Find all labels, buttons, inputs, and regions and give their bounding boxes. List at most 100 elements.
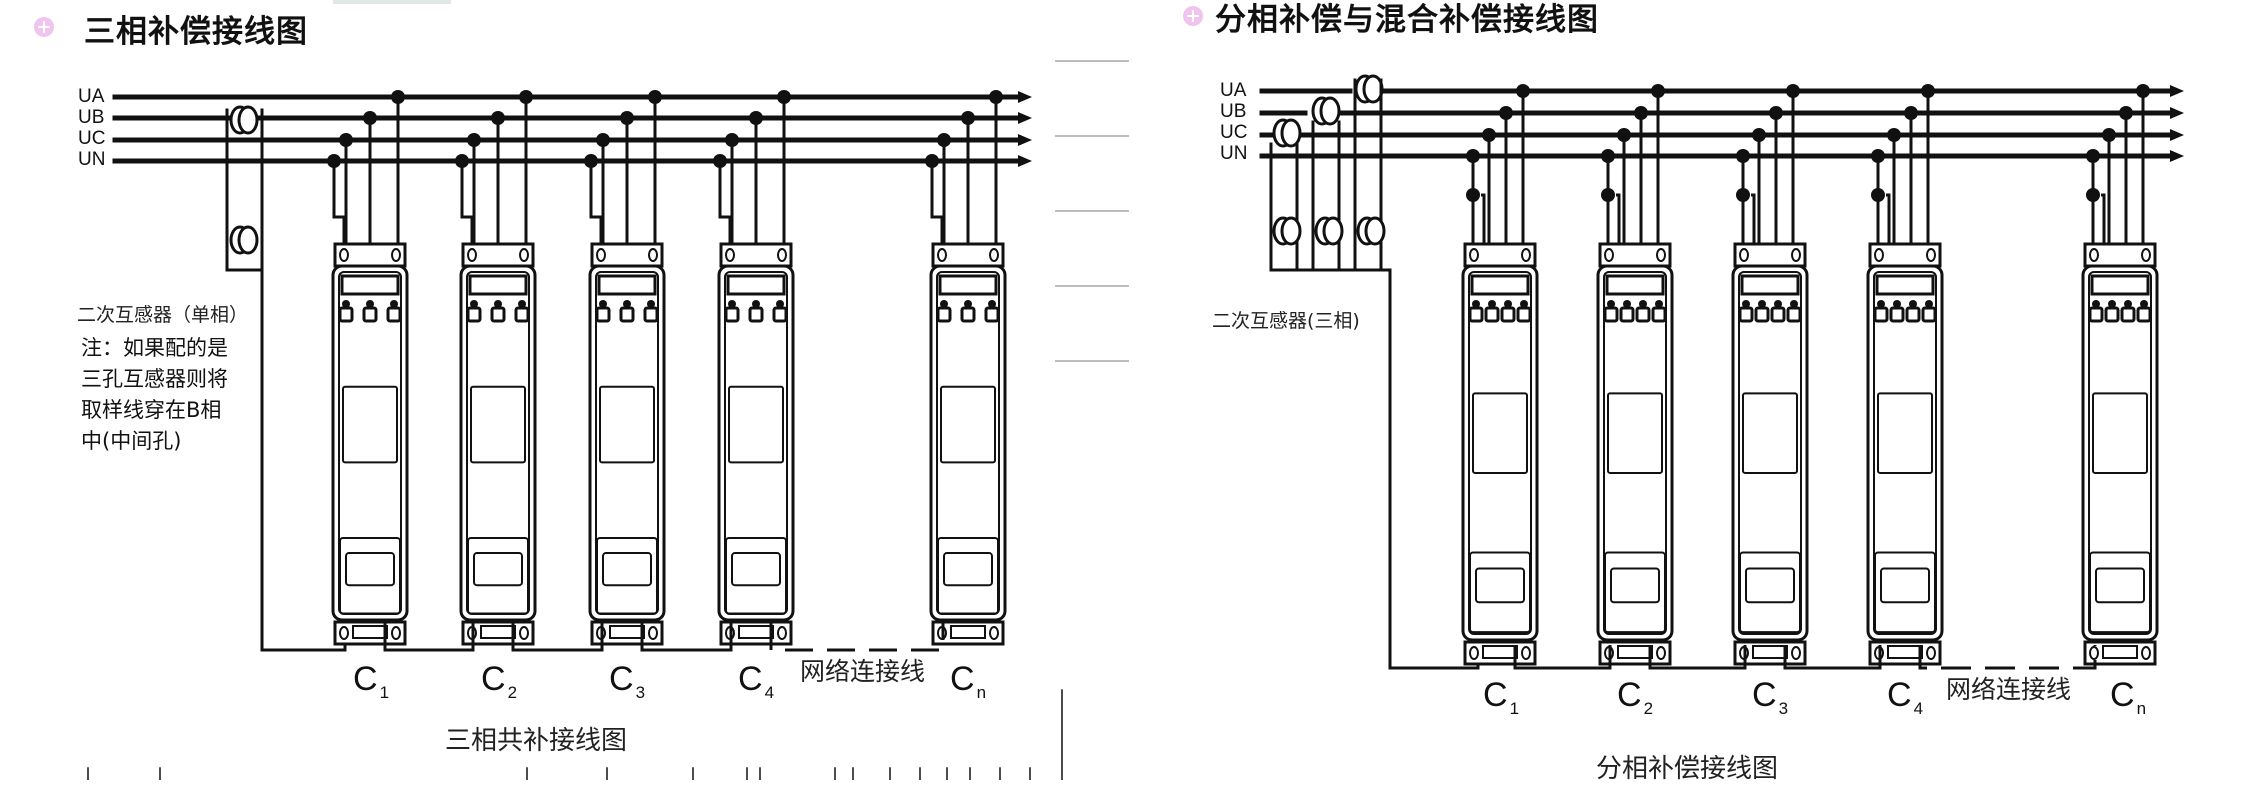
screw-icon: [1604, 248, 1614, 262]
left-note: 注：如果配的是 三孔互感器则将 取样线穿在B相 中(中间孔): [81, 333, 228, 457]
arrow-right-icon: [1018, 155, 1032, 167]
button-panel: [473, 552, 523, 587]
plus-circle-icon: [1183, 6, 1203, 26]
lower-panel: [937, 536, 999, 615]
coil-loop: [237, 225, 259, 255]
terminal-socket: [386, 306, 402, 323]
network-wire: [511, 622, 604, 652]
terminal-socket: [514, 306, 530, 323]
top-terminal-block: [931, 242, 1005, 268]
network-port: [738, 625, 774, 639]
network-wire-dashed: [769, 622, 945, 652]
top-terminal-block: [1463, 242, 1537, 268]
left-network-label: 网络连接线: [800, 657, 926, 686]
terminal-dot: [1623, 300, 1631, 308]
coil-loop: [1280, 118, 1302, 148]
lower-panel: [467, 536, 529, 615]
terminal-dot: [2124, 300, 2132, 308]
screw-icon: [391, 626, 401, 640]
terminal-socket: [1635, 306, 1651, 323]
lower-panel: [1874, 551, 1936, 634]
arrow-right-icon: [1018, 91, 1032, 103]
divider-line: [1055, 135, 1129, 137]
screw-icon: [1739, 248, 1749, 262]
unit-body-outer: [929, 264, 1007, 622]
unit-header-bar: [2090, 274, 2150, 296]
screw-icon: [467, 248, 477, 262]
terminal-socket: [1651, 306, 1667, 323]
unit-body-outer: [1731, 264, 1809, 642]
terminal-dot: [988, 300, 996, 308]
capacitor-unit-c4: [717, 242, 795, 646]
display-window: [2092, 392, 2148, 474]
capacitor-unit-c2: [1596, 242, 1674, 666]
screw-icon: [391, 248, 401, 262]
unit-header-bar: [1875, 274, 1935, 296]
bus-label-un: UN: [78, 149, 106, 170]
unit-header-bar: [340, 274, 400, 296]
current-transformer-icon: [229, 225, 259, 255]
terminal-socket: [466, 306, 482, 323]
network-port: [352, 625, 388, 639]
display-window: [470, 385, 526, 464]
screw-icon: [2089, 248, 2099, 262]
bus-label-ua: UA: [1220, 80, 1247, 101]
left-caption: 三相共补接线图: [445, 726, 628, 756]
unit-body-outer: [2081, 264, 2159, 642]
terminal-socket: [1905, 306, 1921, 323]
terminal-socket: [595, 306, 611, 323]
note-line: 注：如果配的是: [81, 336, 228, 360]
terminal-socket: [1786, 306, 1802, 323]
terminal-socket: [2136, 306, 2152, 323]
screw-icon: [1874, 248, 1884, 262]
terminal-dot: [1504, 300, 1512, 308]
terminal-dot: [366, 300, 374, 308]
divider-line: [1055, 360, 1129, 362]
top-terminal-block: [1598, 242, 1672, 268]
current-transformer-icon: [1272, 118, 1302, 148]
capacitor-unit-c3: [588, 242, 666, 646]
unit-body-inner: [1603, 271, 1667, 635]
terminal-dot: [728, 300, 736, 308]
top-terminal-block: [590, 242, 664, 268]
terminal-dot: [2108, 300, 2116, 308]
arrow-right-icon: [1018, 112, 1032, 124]
screw-icon: [596, 248, 606, 262]
current-transformer-icon: [1314, 216, 1344, 246]
screw-icon: [937, 248, 947, 262]
screw-icon: [519, 626, 529, 640]
unit-body-outer: [331, 264, 409, 622]
unit-body-inner: [1873, 271, 1937, 635]
terminal-dot: [647, 300, 655, 308]
unit-header-bar: [1605, 274, 1665, 296]
screw-icon: [725, 248, 735, 262]
n-return-wire: [1616, 193, 1621, 262]
current-transformer-icon: [1354, 74, 1384, 104]
coil-loop: [1319, 96, 1341, 126]
network-wire: [1513, 645, 1612, 670]
top-terminal-block: [2083, 242, 2157, 268]
arrow-right-icon: [2170, 129, 2184, 141]
terminal-socket: [490, 306, 506, 323]
terminal-socket: [960, 306, 976, 323]
lower-panel: [339, 536, 401, 615]
left-title: 三相补偿接线图: [84, 14, 308, 50]
top-terminal-block: [461, 242, 535, 268]
divider-line: [1055, 285, 1129, 287]
unit-header-bar: [1740, 274, 1800, 296]
terminal-socket: [748, 306, 764, 323]
n-drop-wire: [460, 161, 474, 262]
terminal-dot: [599, 300, 607, 308]
display-window: [599, 385, 655, 464]
network-port: [480, 625, 516, 639]
lower-panel: [1469, 551, 1531, 634]
terminal-socket: [1738, 306, 1754, 323]
terminal-dot: [623, 300, 631, 308]
unit-body-outer: [1461, 264, 1539, 642]
terminal-dot: [1893, 300, 1901, 308]
capacitor-unit-c3: [1731, 242, 1809, 666]
button-panel: [1610, 567, 1660, 604]
divider-line: [1055, 210, 1129, 212]
